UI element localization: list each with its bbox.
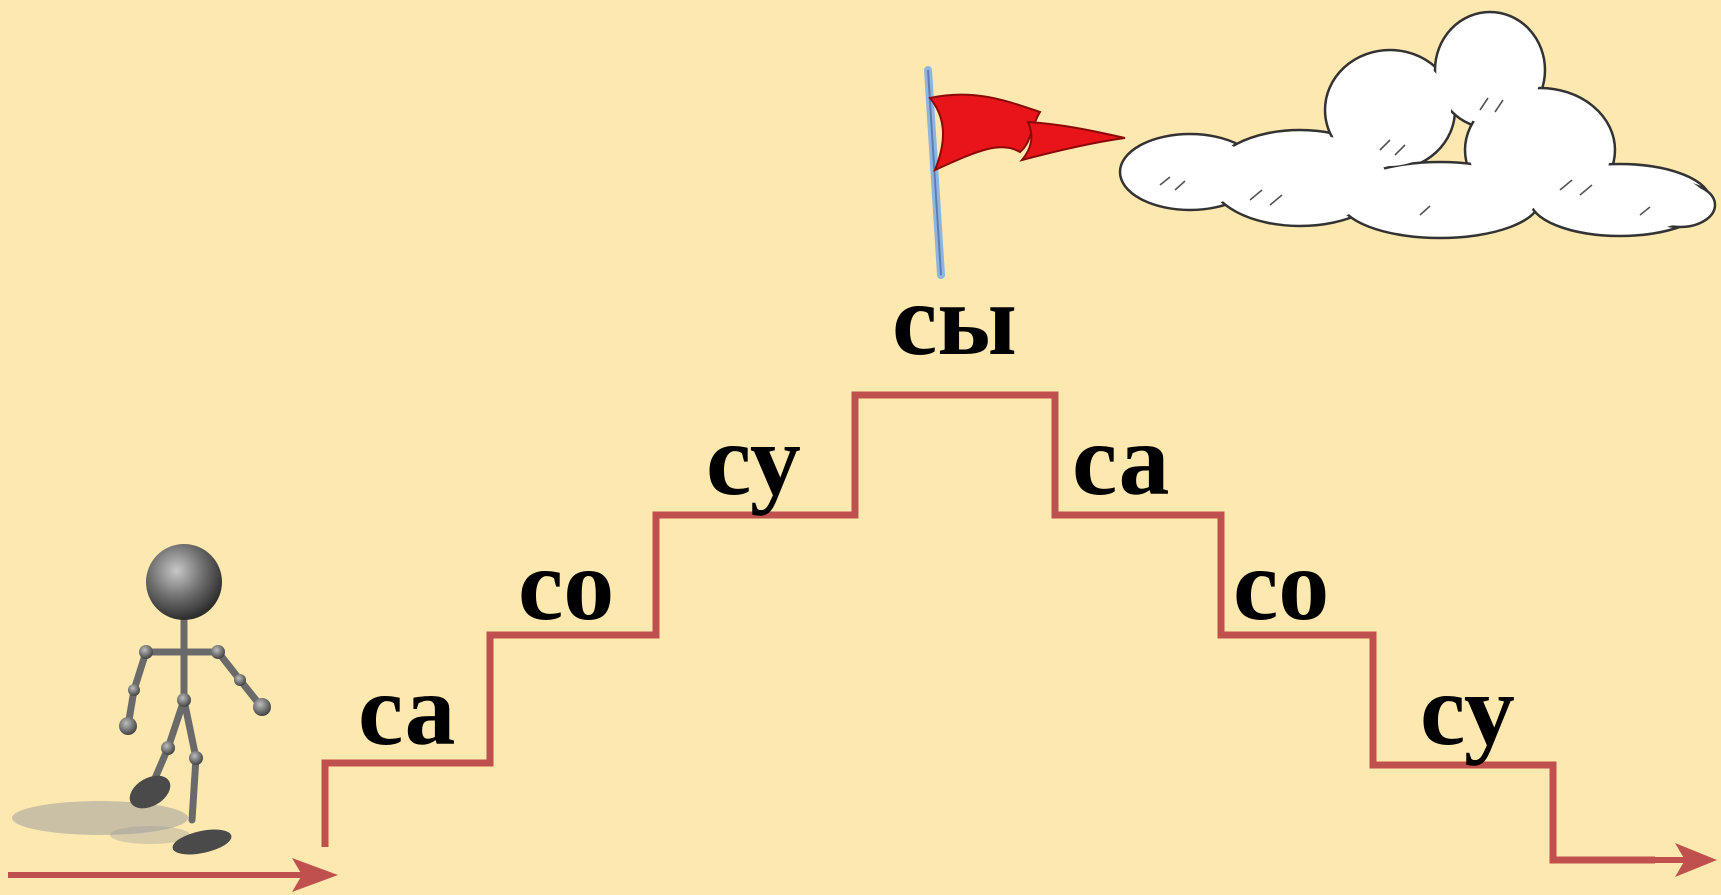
arrow-right-icon xyxy=(8,858,338,892)
syllable-step-5: са xyxy=(1072,404,1170,517)
syllable-step-1: са xyxy=(358,654,456,767)
syllable-summit: сы xyxy=(892,264,1017,377)
syllable-step-7: су xyxy=(1420,654,1515,767)
walking-figure-icon xyxy=(12,544,271,855)
syllable-step-2: со xyxy=(518,529,615,642)
flag-icon xyxy=(924,66,1126,279)
staircase-line xyxy=(321,391,1655,864)
syllable-step-6: со xyxy=(1233,529,1330,642)
syllable-step-3: су xyxy=(706,404,801,517)
arrow-right-icon xyxy=(1655,843,1717,877)
